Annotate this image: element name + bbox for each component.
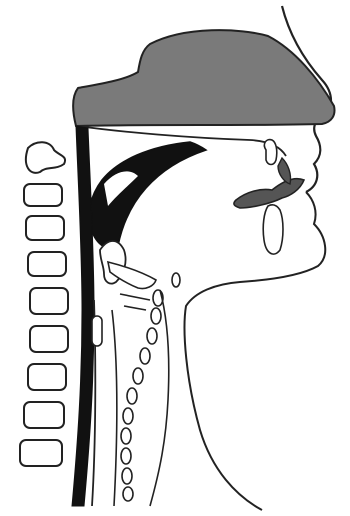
larynx bbox=[172, 273, 180, 287]
teeth bbox=[264, 140, 276, 165]
larynx bbox=[108, 262, 156, 289]
esophagus bbox=[92, 316, 102, 346]
pharynx bbox=[72, 126, 94, 506]
nasal-cavity bbox=[73, 30, 334, 126]
teeth bbox=[263, 205, 283, 254]
face-profile bbox=[185, 192, 326, 510]
lips bbox=[234, 179, 304, 208]
lips bbox=[278, 158, 291, 184]
larynx bbox=[120, 294, 150, 310]
trachea bbox=[112, 290, 169, 506]
cervical-vertebrae bbox=[20, 142, 68, 466]
